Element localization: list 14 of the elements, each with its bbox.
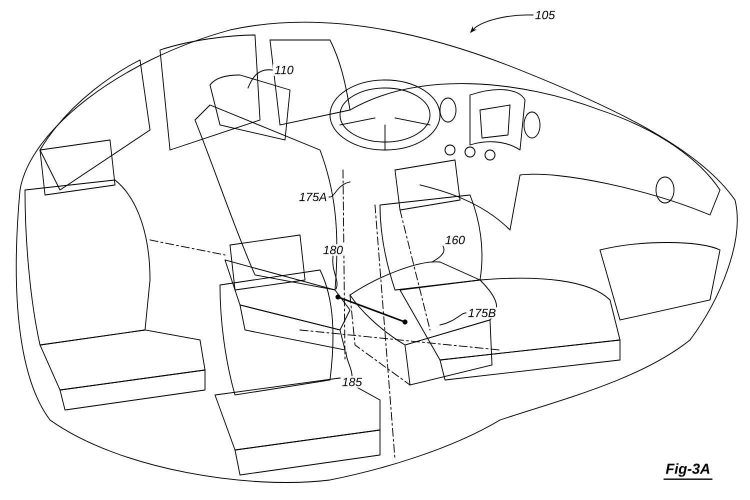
leader-line	[248, 69, 273, 88]
leader-line	[432, 246, 444, 262]
leader-line	[440, 312, 466, 326]
callout-number: 160	[444, 234, 467, 246]
callout-number: 175A	[298, 191, 329, 203]
figure-caption: Fig-3A	[666, 463, 710, 477]
leader-line	[346, 352, 352, 376]
callout-number: 105	[534, 9, 556, 21]
callout-number: 110	[272, 64, 296, 76]
leader-line	[328, 182, 350, 198]
callout-number: 175B	[466, 307, 498, 319]
leader-line	[332, 256, 338, 290]
callout-number: 185	[340, 376, 364, 388]
callout-number: 180	[322, 244, 345, 256]
